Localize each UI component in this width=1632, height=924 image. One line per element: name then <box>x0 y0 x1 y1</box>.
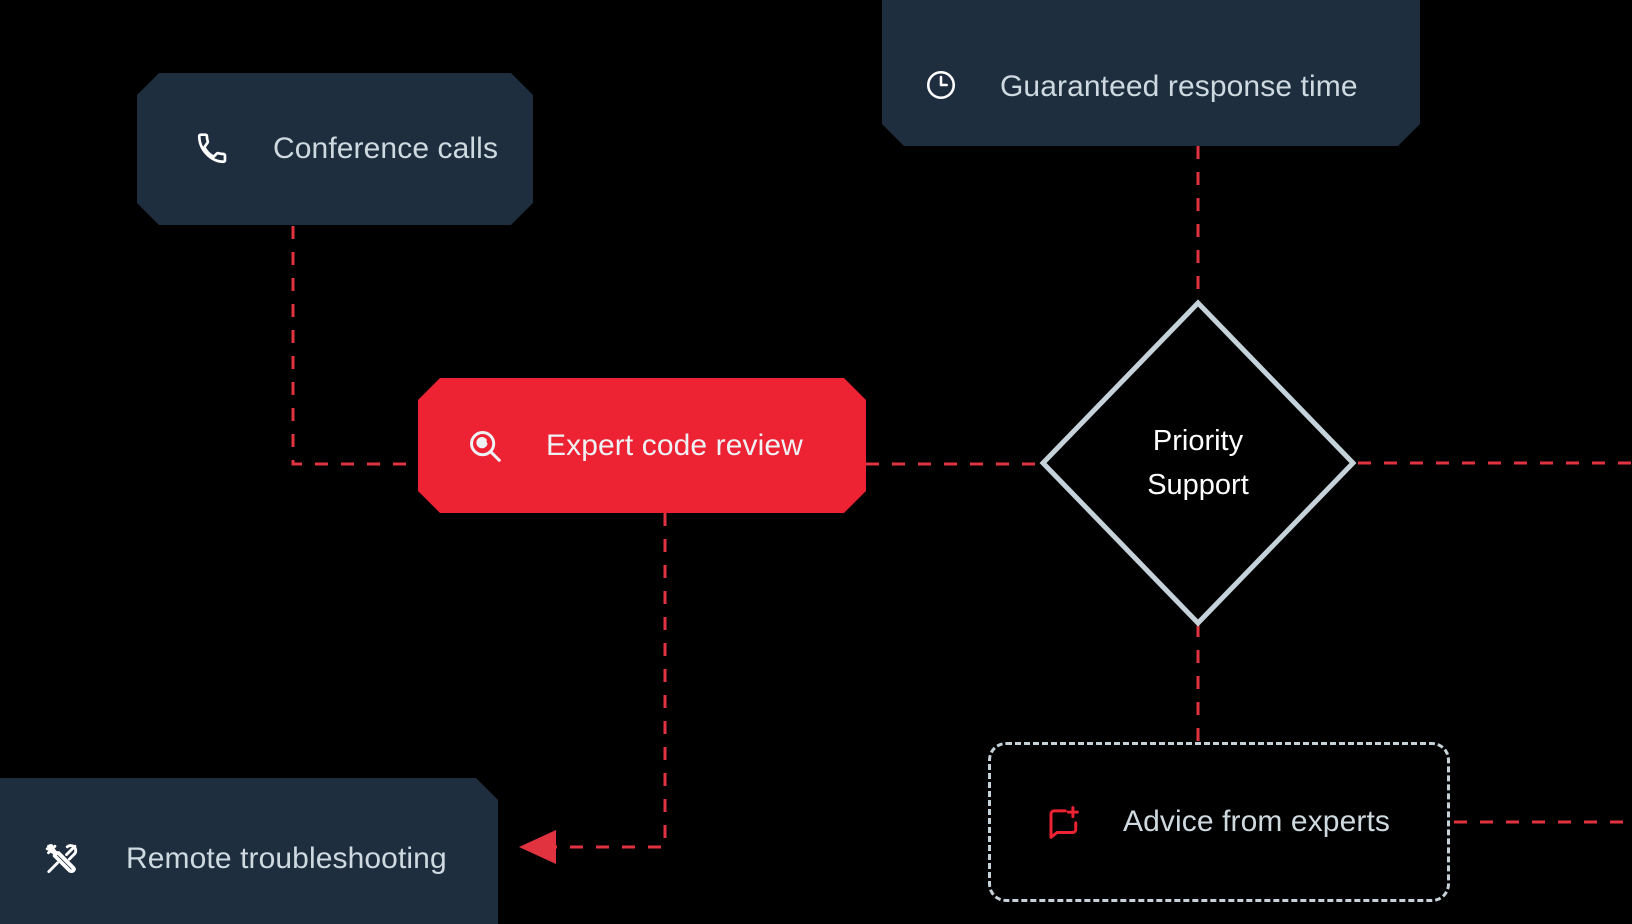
node-advice-from-experts-label: Advice from experts <box>1123 805 1390 838</box>
clock-icon <box>924 68 958 102</box>
phone-icon <box>195 132 229 166</box>
arrowhead-to-troubleshooting <box>519 830 556 864</box>
node-guaranteed-response-time-label: Guaranteed response time <box>1000 70 1358 103</box>
tools-icon <box>44 841 80 877</box>
node-guaranteed-response-time[interactable]: Guaranteed response time <box>882 0 1420 146</box>
node-priority-support[interactable]: Priority Support <box>1038 298 1358 628</box>
magnifier-eye-icon <box>466 427 504 465</box>
edge-conference-to-review <box>291 226 418 466</box>
node-remote-troubleshooting[interactable]: Remote troubleshooting <box>0 778 498 924</box>
diamond-shape <box>1039 299 1357 627</box>
node-conference-calls-label: Conference calls <box>273 132 499 165</box>
edge-review-to-troubleshooting <box>556 513 667 849</box>
chat-plus-icon <box>1045 804 1081 840</box>
node-expert-code-review[interactable]: Expert code review <box>418 378 866 513</box>
node-remote-troubleshooting-label: Remote troubleshooting <box>126 842 447 875</box>
node-conference-calls[interactable]: Conference calls <box>137 73 533 225</box>
node-expert-code-review-label: Expert code review <box>546 428 803 462</box>
node-advice-from-experts[interactable]: Advice from experts <box>988 742 1450 902</box>
